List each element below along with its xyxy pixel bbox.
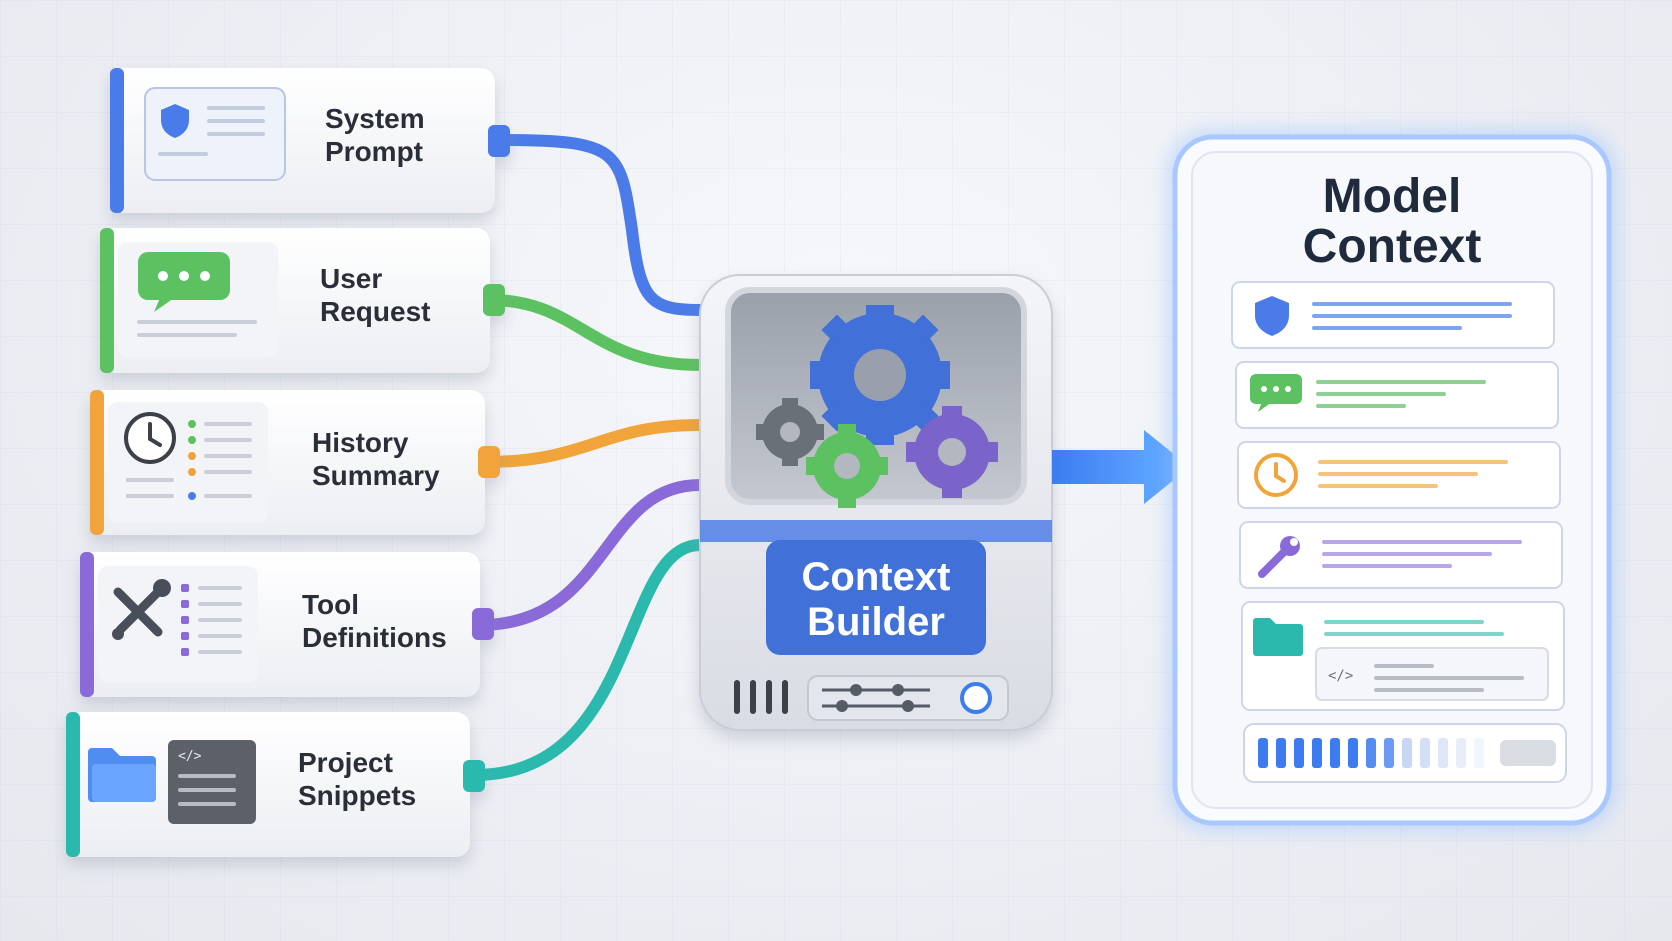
gauge-tick [1258,738,1268,768]
chat-bubble-icon [138,252,230,312]
context-entry-history [1237,441,1561,509]
source-card-user-request: User Request [100,228,505,373]
arrow-right-icon [1052,430,1190,504]
token-usage-bar [1243,723,1567,783]
connector-wires [469,134,706,781]
wrench-icon [1258,536,1300,578]
wire-project-snippets [469,539,706,781]
gauge-tick [1402,738,1412,768]
wire-system-prompt [494,134,706,316]
folder-icon [1253,618,1303,656]
context-entry-system [1231,281,1555,349]
source-card-history-summary: History Summary [90,390,500,535]
power-button-icon [960,682,992,714]
source-label-line2: Prompt [325,136,423,167]
gauge-tick [1366,738,1376,768]
shield-icon [1255,296,1289,336]
source-label-line2: Summary [312,460,440,491]
source-label-line2: Request [320,296,430,327]
context-entry-user [1235,361,1559,429]
gauge-tick [1456,738,1466,768]
builder-label-line1: Context [802,555,951,599]
source-card-project-snippets: </> Project Snippets [66,712,485,857]
source-label-line2: Definitions [302,622,447,653]
wire-user-request [484,294,706,371]
gauge-tick [1474,738,1484,768]
source-card-tool-definitions: Tool Definitions [80,552,494,697]
folder-code-icon: </> [88,740,256,824]
gear-icon [906,406,998,498]
context-builder-unit: Context Builder [699,274,1053,731]
model-title-line1: Model [1323,170,1462,223]
source-label-line1: User [320,263,382,294]
clock-icon [1254,453,1298,497]
gauge-tick [1348,738,1358,768]
gauge-tick [1330,738,1340,768]
code-glyph: </> [1328,668,1353,684]
source-label-line1: System [325,103,425,134]
clock-icon [124,412,176,464]
gauge-tick [1384,738,1394,768]
gear-icon [756,398,824,466]
context-entry-project: </> [1241,601,1565,711]
gauge-tick [1438,738,1448,768]
source-label-line1: History [312,427,409,458]
gauge-tick [1276,738,1286,768]
wire-tool-definitions [474,479,706,631]
wire-history-summary [479,419,706,468]
model-context-panel: Model Context [1168,130,1616,830]
source-label-line1: Project [298,747,393,778]
tools-icon [112,579,171,640]
model-title-line2: Context [1303,220,1482,273]
gauge-tick [1294,738,1304,768]
gear-icon [806,424,888,508]
context-entry-tools [1239,521,1563,589]
gauge-tick [1312,738,1322,768]
builder-label-line2: Builder [807,600,945,644]
vent-grille [734,680,788,714]
source-card-system-prompt: System Prompt [110,68,510,213]
gauge-tick [1420,738,1430,768]
source-label-line1: Tool [302,589,359,620]
code-glyph: </> [178,749,202,764]
source-label-line2: Snippets [298,780,416,811]
